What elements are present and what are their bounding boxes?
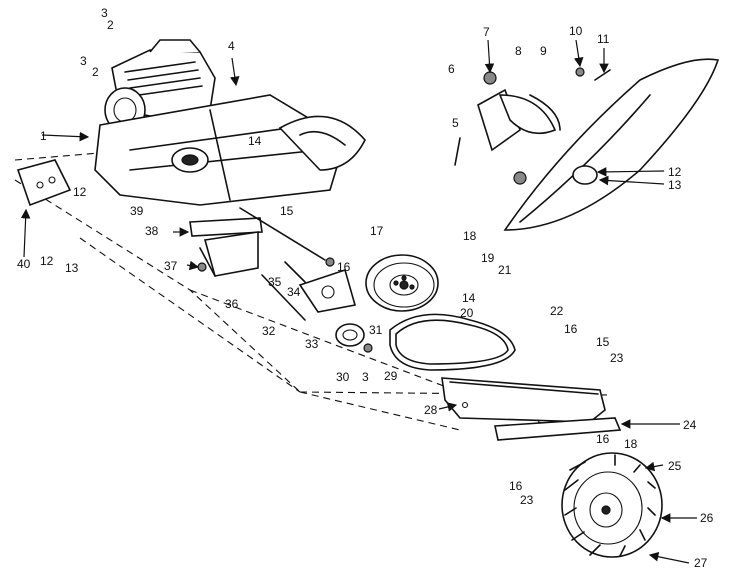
part-labels: 3 2 3 2 4 1 14 39 38 37 36 35 34 32 33 3… bbox=[17, 6, 714, 570]
label-3: 3 bbox=[101, 6, 108, 20]
label-23: 23 bbox=[610, 351, 624, 365]
label-21: 21 bbox=[498, 263, 512, 277]
label-6: 6 bbox=[448, 62, 455, 76]
label-13c: 13 bbox=[668, 178, 682, 192]
label-3b: 3 bbox=[80, 54, 87, 68]
label-18b: 18 bbox=[624, 437, 638, 451]
label-12: 12 bbox=[40, 254, 54, 268]
label-31: 31 bbox=[369, 323, 383, 337]
label-15b: 15 bbox=[596, 335, 610, 349]
label-16c: 16 bbox=[596, 432, 610, 446]
label-37: 37 bbox=[164, 259, 178, 273]
label-8: 8 bbox=[515, 44, 522, 58]
label-13: 13 bbox=[65, 261, 79, 275]
label-24: 24 bbox=[683, 418, 697, 432]
idler-bracket bbox=[298, 268, 357, 313]
label-4: 4 bbox=[228, 39, 235, 53]
large-pulley bbox=[365, 254, 439, 312]
label-11: 11 bbox=[597, 32, 610, 46]
label-39: 39 bbox=[130, 204, 144, 218]
label-10: 10 bbox=[569, 24, 583, 38]
label-15: 15 bbox=[280, 204, 294, 218]
label-2b: 2 bbox=[92, 65, 99, 79]
label-19: 19 bbox=[481, 251, 495, 265]
label-22: 22 bbox=[550, 304, 564, 318]
label-34: 34 bbox=[287, 285, 301, 299]
tiller-frame bbox=[94, 94, 366, 206]
belt-guard bbox=[441, 377, 606, 423]
label-16b: 16 bbox=[564, 322, 578, 336]
label-29: 29 bbox=[384, 369, 398, 383]
label-40: 40 bbox=[17, 257, 31, 271]
label-12b: 12 bbox=[73, 185, 87, 199]
label-16d: 16 bbox=[509, 479, 523, 493]
label-20: 20 bbox=[460, 306, 474, 320]
label-36: 36 bbox=[225, 297, 239, 311]
label-5: 5 bbox=[452, 116, 459, 130]
label-17: 17 bbox=[370, 224, 384, 238]
label-1: 1 bbox=[40, 129, 47, 143]
label-16: 16 bbox=[337, 260, 351, 274]
label-28: 28 bbox=[424, 403, 438, 417]
label-38: 38 bbox=[145, 224, 159, 238]
label-18: 18 bbox=[463, 229, 477, 243]
label-14: 14 bbox=[248, 134, 262, 148]
label-33: 33 bbox=[305, 337, 319, 351]
label-2: 2 bbox=[107, 18, 114, 32]
label-9: 9 bbox=[540, 44, 547, 58]
drive-belt bbox=[389, 313, 516, 371]
label-35: 35 bbox=[268, 275, 282, 289]
leader-arrows bbox=[20, 39, 697, 564]
bracket-parts bbox=[189, 217, 263, 277]
label-26: 26 bbox=[700, 511, 714, 525]
label-30: 30 bbox=[336, 370, 350, 384]
label-3c: 3 bbox=[362, 370, 369, 384]
label-7: 7 bbox=[483, 25, 490, 39]
mounting-bar bbox=[494, 417, 622, 441]
side-plate bbox=[16, 159, 72, 207]
wheel bbox=[561, 452, 663, 558]
small-pulley bbox=[335, 323, 373, 353]
label-23b: 23 bbox=[520, 493, 534, 507]
label-14b: 14 bbox=[462, 291, 476, 305]
rods bbox=[239, 207, 335, 321]
label-32: 32 bbox=[262, 324, 276, 338]
tine-inset bbox=[454, 58, 720, 231]
label-27: 27 bbox=[694, 556, 708, 570]
label-25: 25 bbox=[668, 459, 682, 473]
label-12c: 12 bbox=[668, 165, 682, 179]
